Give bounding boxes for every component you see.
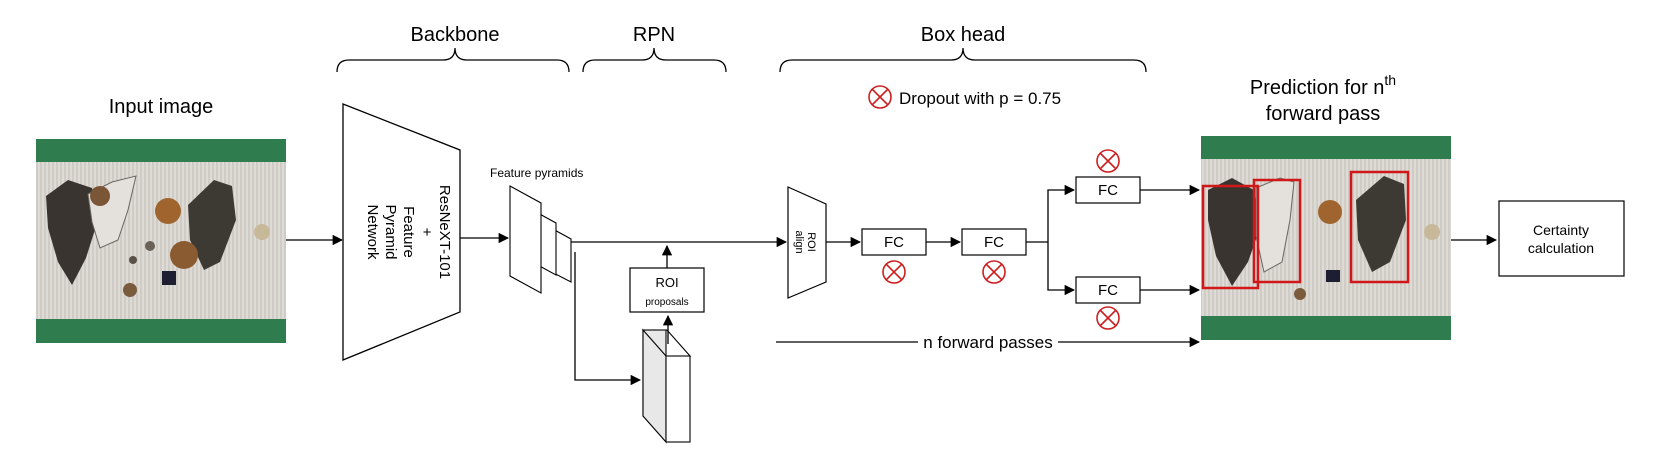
forward-passes: n forward passes [776, 333, 1201, 352]
fc-block-2-label: FC [984, 234, 1004, 251]
dropout-icon-fc-top [1096, 149, 1120, 173]
prediction-image [1201, 136, 1451, 340]
fc-block-2: FC [961, 228, 1027, 284]
fc-block-top-label: FC [1098, 182, 1118, 199]
section-backbone: Backbone [336, 24, 570, 73]
input-image-title: Input image [109, 96, 214, 118]
fc-block-bottom-label: FC [1098, 282, 1118, 299]
dropout-icon-fc2 [982, 260, 1006, 284]
roi-proposals-line2: proposals [645, 297, 688, 308]
forward-passes-label: n forward passes [923, 333, 1052, 352]
box-head-brace [779, 47, 1147, 73]
backbone-text-4: Pyramid [382, 204, 399, 259]
backbone-text-5: Network [364, 204, 381, 260]
roi-align-line2: align [793, 230, 805, 253]
certainty-line2: calculation [1528, 240, 1594, 256]
fc-block-1: FC [861, 228, 927, 284]
certainty-box: Certainty calculation [1498, 200, 1625, 277]
prediction-title-line2: forward pass [1266, 103, 1381, 125]
feature-pyramids: Feature pyramids [490, 166, 583, 294]
backbone-text-2: + [418, 228, 435, 237]
backbone-brace [336, 47, 570, 73]
roi-proposals-line1: ROI [655, 275, 678, 290]
roi-align-line1: ROI [805, 232, 817, 252]
arrow-pyramids-to-rpn [574, 252, 642, 386]
dropout-circle-x-icon [868, 85, 892, 109]
prediction-title-line1: Prediction for nth [1250, 72, 1396, 99]
certainty-line1: Certainty [1533, 222, 1589, 238]
arrow-to-fc-top [1047, 184, 1076, 242]
box-head-heading: Box head [921, 24, 1006, 46]
fc-block-bottom: FC [1075, 276, 1141, 330]
roi-proposals-box: ROI proposals [629, 267, 705, 313]
dropout-icon-fc-bottom [1096, 306, 1120, 330]
rpn-block [641, 328, 692, 444]
dropout-legend: Dropout with p = 0.75 [868, 85, 1061, 109]
prediction-title-sup: th [1384, 72, 1396, 88]
input-image-group: Input image [36, 96, 286, 343]
input-image [36, 139, 286, 343]
rpn-brace [582, 47, 727, 73]
roi-align-block: ROI align [787, 186, 827, 299]
feature-pyramids-label: Feature pyramids [490, 166, 583, 180]
dropout-legend-text: Dropout with p = 0.75 [899, 89, 1061, 108]
backbone-text-1: ResNeXT-101 [436, 185, 453, 279]
prediction-title-main: Prediction for n [1250, 77, 1385, 99]
backbone-block: ResNeXT-101 + Feature Pyramid Network [342, 103, 461, 361]
fc-block-top: FC [1075, 149, 1141, 204]
section-rpn: RPN [582, 24, 727, 73]
section-box-head: Box head [779, 24, 1147, 73]
fc-block-1-label: FC [884, 234, 904, 251]
prediction-group: Prediction for nth forward pass [1201, 72, 1451, 340]
rpn-heading: RPN [633, 24, 675, 46]
dropout-icon-fc1 [882, 260, 906, 284]
backbone-text-3: Feature [400, 206, 417, 258]
arrow-to-fc-bottom [1047, 242, 1076, 296]
backbone-heading: Backbone [411, 24, 500, 46]
